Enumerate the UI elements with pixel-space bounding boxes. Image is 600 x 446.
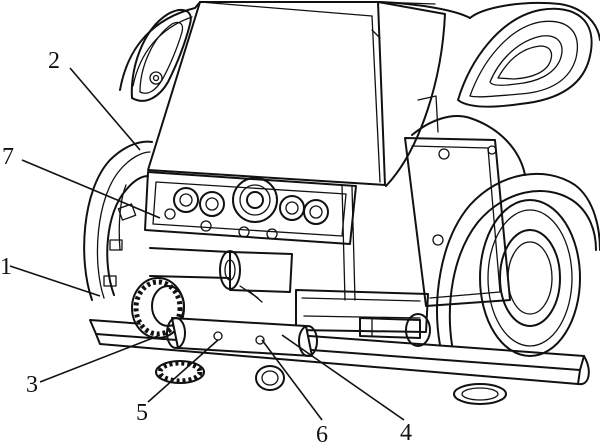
right-carry-handle (457, 7, 593, 108)
chassis-frame (341, 137, 511, 307)
front-caster-right (453, 383, 507, 405)
front-caster-center (255, 365, 285, 391)
callout-6: 6 (316, 422, 328, 446)
callout-4: 4 (400, 420, 412, 446)
body-side-contour (411, 114, 526, 176)
left-carry-handle (130, 8, 192, 102)
callout-5: 5 (136, 400, 148, 426)
body-seam (417, 95, 439, 133)
callout-2: 2 (48, 48, 60, 74)
left-wheel-housing (83, 140, 153, 301)
drive-wheel (131, 277, 185, 339)
axle-tube (149, 247, 293, 303)
cover-panel (147, 1, 446, 187)
battery-compartment (295, 289, 431, 347)
callout-7: 7 (2, 144, 14, 170)
leader-lines (9, 67, 405, 421)
callout-3: 3 (26, 372, 38, 398)
base-plate (89, 319, 590, 386)
motor-cylinder (166, 317, 318, 357)
gearbox-housing (144, 171, 357, 245)
callout-1: 1 (0, 254, 12, 280)
callouts: 2 7 1 3 5 6 4 (0, 48, 412, 446)
rear-wheel (436, 172, 600, 357)
front-caster-left (155, 360, 205, 384)
